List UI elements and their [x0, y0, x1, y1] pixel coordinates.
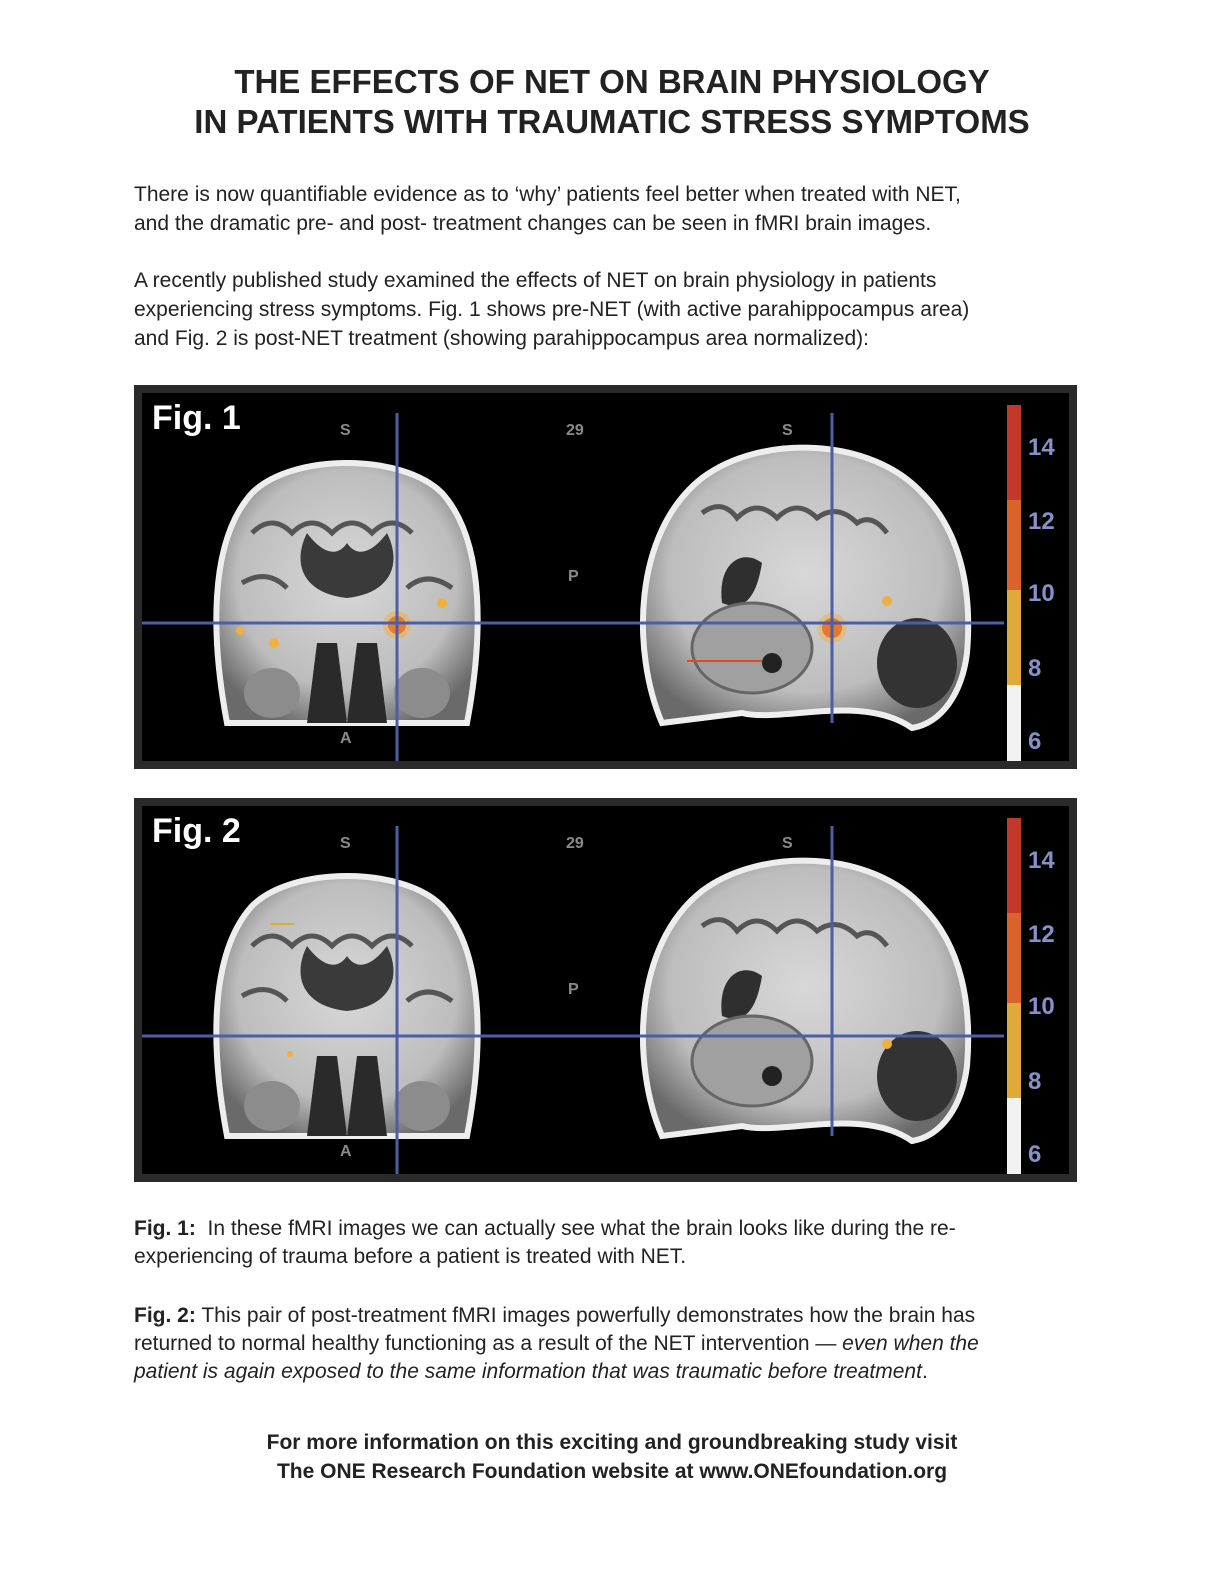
fig1-marker-slice: 29: [566, 422, 584, 439]
intro-p1-line-2: and the dramatic pre- and post- treatmen…: [134, 212, 932, 235]
fig1-scale-tick-8: 8: [1028, 655, 1041, 682]
fig1-label: Fig. 1: [152, 399, 241, 437]
figure-2-fmri-panel: S A 29 P S 14 12 10 8 6 Fig. 2: [134, 798, 1077, 1182]
fig2-marker-superior: S: [340, 835, 351, 852]
caption-fig-2: Fig. 2: This pair of post-treatment fMRI…: [134, 1302, 1104, 1386]
intro-p1-line-1: There is now quantifiable evidence as to…: [134, 183, 961, 206]
caption-fig2-text-1: This pair of post-treatment fMRI images …: [201, 1304, 976, 1327]
intro-paragraph-2: A recently published study examined the …: [134, 266, 1104, 353]
fig2-color-scale: 14 12 10 8 6: [1007, 818, 1055, 1174]
fig2-activation-spots: [270, 923, 892, 1057]
fig2-scale-tick-6: 6: [1028, 1141, 1041, 1168]
caption-fig2-italic-2: even when the: [842, 1332, 979, 1355]
caption-fig-1: Fig. 1: In these fMRI images we can actu…: [134, 1215, 1104, 1271]
fig1-scale-tick-10: 10: [1028, 580, 1055, 607]
page-title: THE EFFECTS OF NET ON BRAIN PHYSIOLOGY I…: [0, 62, 1224, 142]
fig1-marker-superior-right: S: [782, 422, 793, 439]
fig2-marker-anterior: A: [340, 1143, 352, 1160]
fig1-marker-anterior: A: [340, 730, 352, 747]
footer-line-1: For more information on this exciting an…: [266, 1431, 958, 1454]
caption-fig2-end: .: [921, 1360, 928, 1383]
caption-fig1-text-1: In these fMRI images we can actually see…: [207, 1217, 956, 1240]
fig1-scale-tick-12: 12: [1028, 508, 1055, 535]
fig1-fmri-image: S A 29 P S 14 12 10 8 6: [142, 405, 1055, 761]
caption-fig1-label: Fig. 1:: [134, 1217, 196, 1240]
footer-line-2: The ONE Research Foundation website at w…: [276, 1460, 948, 1483]
caption-fig2-label: Fig. 2:: [134, 1304, 196, 1327]
fig2-marker-posterior: P: [568, 981, 579, 998]
fig1-color-scale: 14 12 10 8 6: [1007, 405, 1055, 761]
intro-p2-line-1: A recently published study examined the …: [134, 269, 937, 292]
fig2-coronal-brain: [213, 873, 481, 1139]
fig2-scale-tick-14: 14: [1028, 847, 1055, 874]
fig1-scale-tick-14: 14: [1028, 434, 1055, 461]
fig1-sagittal-brain: [639, 444, 972, 732]
caption-fig2-italic-3: patient is again exposed to the same inf…: [134, 1360, 922, 1383]
caption-fig2-line-1: Fig. 2: This pair of post-treatment fMRI…: [134, 1302, 1104, 1330]
title-line-2: IN PATIENTS WITH TRAUMATIC STRESS SYMPTO…: [194, 103, 1030, 140]
fig1-scale-tick-6: 6: [1028, 728, 1041, 755]
caption-fig2-line-3: patient is again exposed to the same inf…: [134, 1358, 1104, 1386]
caption-fig2-line-2: returned to normal healthy functioning a…: [134, 1330, 1104, 1358]
fig2-scale-tick-10: 10: [1028, 993, 1055, 1020]
caption-fig1-line-1: Fig. 1: In these fMRI images we can actu…: [134, 1215, 1104, 1243]
intro-paragraph-1: There is now quantifiable evidence as to…: [134, 180, 1104, 238]
caption-fig2-text-2: returned to normal healthy functioning a…: [134, 1332, 843, 1355]
intro-p2-line-2: experiencing stress symptoms. Fig. 1 sho…: [134, 298, 970, 321]
fig2-fmri-image: S A 29 P S 14 12 10 8 6: [142, 818, 1055, 1174]
fig2-scale-tick-12: 12: [1028, 921, 1055, 948]
fig2-label: Fig. 2: [152, 812, 241, 850]
fig1-coronal-brain: [213, 460, 481, 726]
fig2-marker-slice: 29: [566, 835, 584, 852]
footer-info: For more information on this exciting an…: [0, 1428, 1224, 1486]
fig1-marker-superior: S: [340, 422, 351, 439]
intro-p2-line-3: and Fig. 2 is post-NET treatment (showin…: [134, 327, 869, 350]
figure-1-fmri-panel: S A 29 P S 14 12 10 8 6 Fig. 1: [134, 385, 1077, 769]
fig2-scale-tick-8: 8: [1028, 1068, 1041, 1095]
caption-fig1-line-2: experiencing of trauma before a patient …: [134, 1245, 687, 1268]
fig2-sagittal-brain: [639, 857, 972, 1145]
title-line-1: THE EFFECTS OF NET ON BRAIN PHYSIOLOGY: [234, 63, 990, 100]
fig2-marker-superior-right: S: [782, 835, 793, 852]
fig1-marker-posterior: P: [568, 568, 579, 585]
